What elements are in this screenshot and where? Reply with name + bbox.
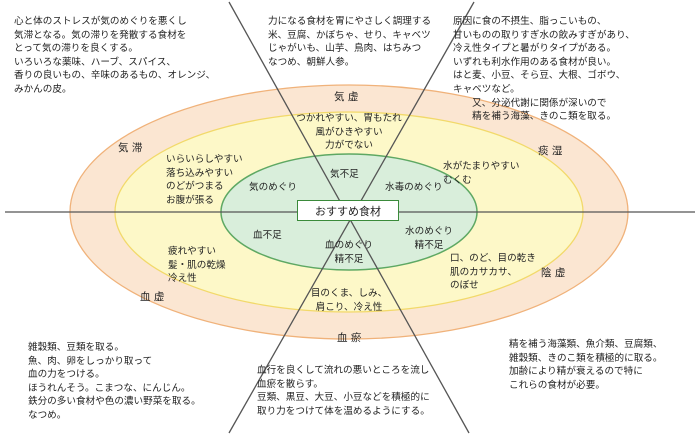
symptom-kitai2: いらいらしやすい 落ち込みやすい のどがつまる お腹が張る — [166, 154, 243, 206]
inner-suidoku: 水毒のめぐり — [385, 182, 443, 193]
label-shisshitsu: 痰 湿 — [538, 145, 563, 157]
center-label-box: おすすめ食材 — [297, 200, 399, 221]
text-top-left: 心と体のストレスが気のめぐりを悪くし 気滞となる。気の滞りを発散する食材を とっ… — [14, 16, 216, 95]
inner-mizu-meguri: 水のめぐり 精不足 — [405, 226, 453, 251]
inner-ki-meguri: 気のめぐり — [249, 182, 297, 193]
label-kitai: 気 虚 — [334, 91, 359, 103]
symptom-inkyo: 口、のど、目の乾き 肌のカサカサ、 のぼせ — [450, 253, 536, 292]
label-inkyo: 陰 虚 — [541, 267, 566, 279]
symptom-shisshitsu: 水がたまりやすい むくむ — [443, 161, 520, 186]
text-top-center: 力になる食材を胃にやさしく調理する 米、豆腐、かぼちゃ、せり、キャベツ じゃがい… — [268, 16, 432, 68]
center-label: おすすめ食材 — [315, 204, 381, 218]
label-kekkyo: 血 虚 — [140, 291, 165, 303]
label-oketsu: 血 瘀 — [337, 332, 362, 344]
symptom-kekkyo: 疲れやすい 髪・肌の乾燥 冷え性 — [168, 246, 226, 285]
inner-kibusoku: 気不足 — [330, 169, 359, 180]
symptom-oketsu: 目のくま、しみ、 肩こり、冷え性 — [310, 288, 388, 313]
text-bottom-right: 精を補う海藻類、魚介類、豆腐類、 雑穀類、きのこ類を積極的に取る。 加齢により精… — [509, 339, 663, 391]
text-bottom-left: 雑穀類、豆類を取る。 魚、肉、卵をしっかり取って 血の力をつける。 ほうれんそう… — [28, 342, 201, 421]
text-bottom-center: 血行を良くして流れの悪いところを流し 血瘀を散らす。 豆類、黒豆、大豆、小豆など… — [257, 365, 430, 417]
symptom-kitai: つかれやすい、胃もたれ 風がひきやすい 力がでない — [296, 113, 402, 152]
text-top-right: 原因に食の不摂生、脂っこいもの、 甘いものの取りすぎ水の飲みすぎがあり、 冷え性… — [453, 16, 635, 123]
inner-ketsubusoku: 血不足 — [253, 230, 282, 241]
label-kitai2: 気 滞 — [118, 142, 143, 154]
inner-chi-meguri: 血のめぐり 精不足 — [325, 240, 373, 265]
